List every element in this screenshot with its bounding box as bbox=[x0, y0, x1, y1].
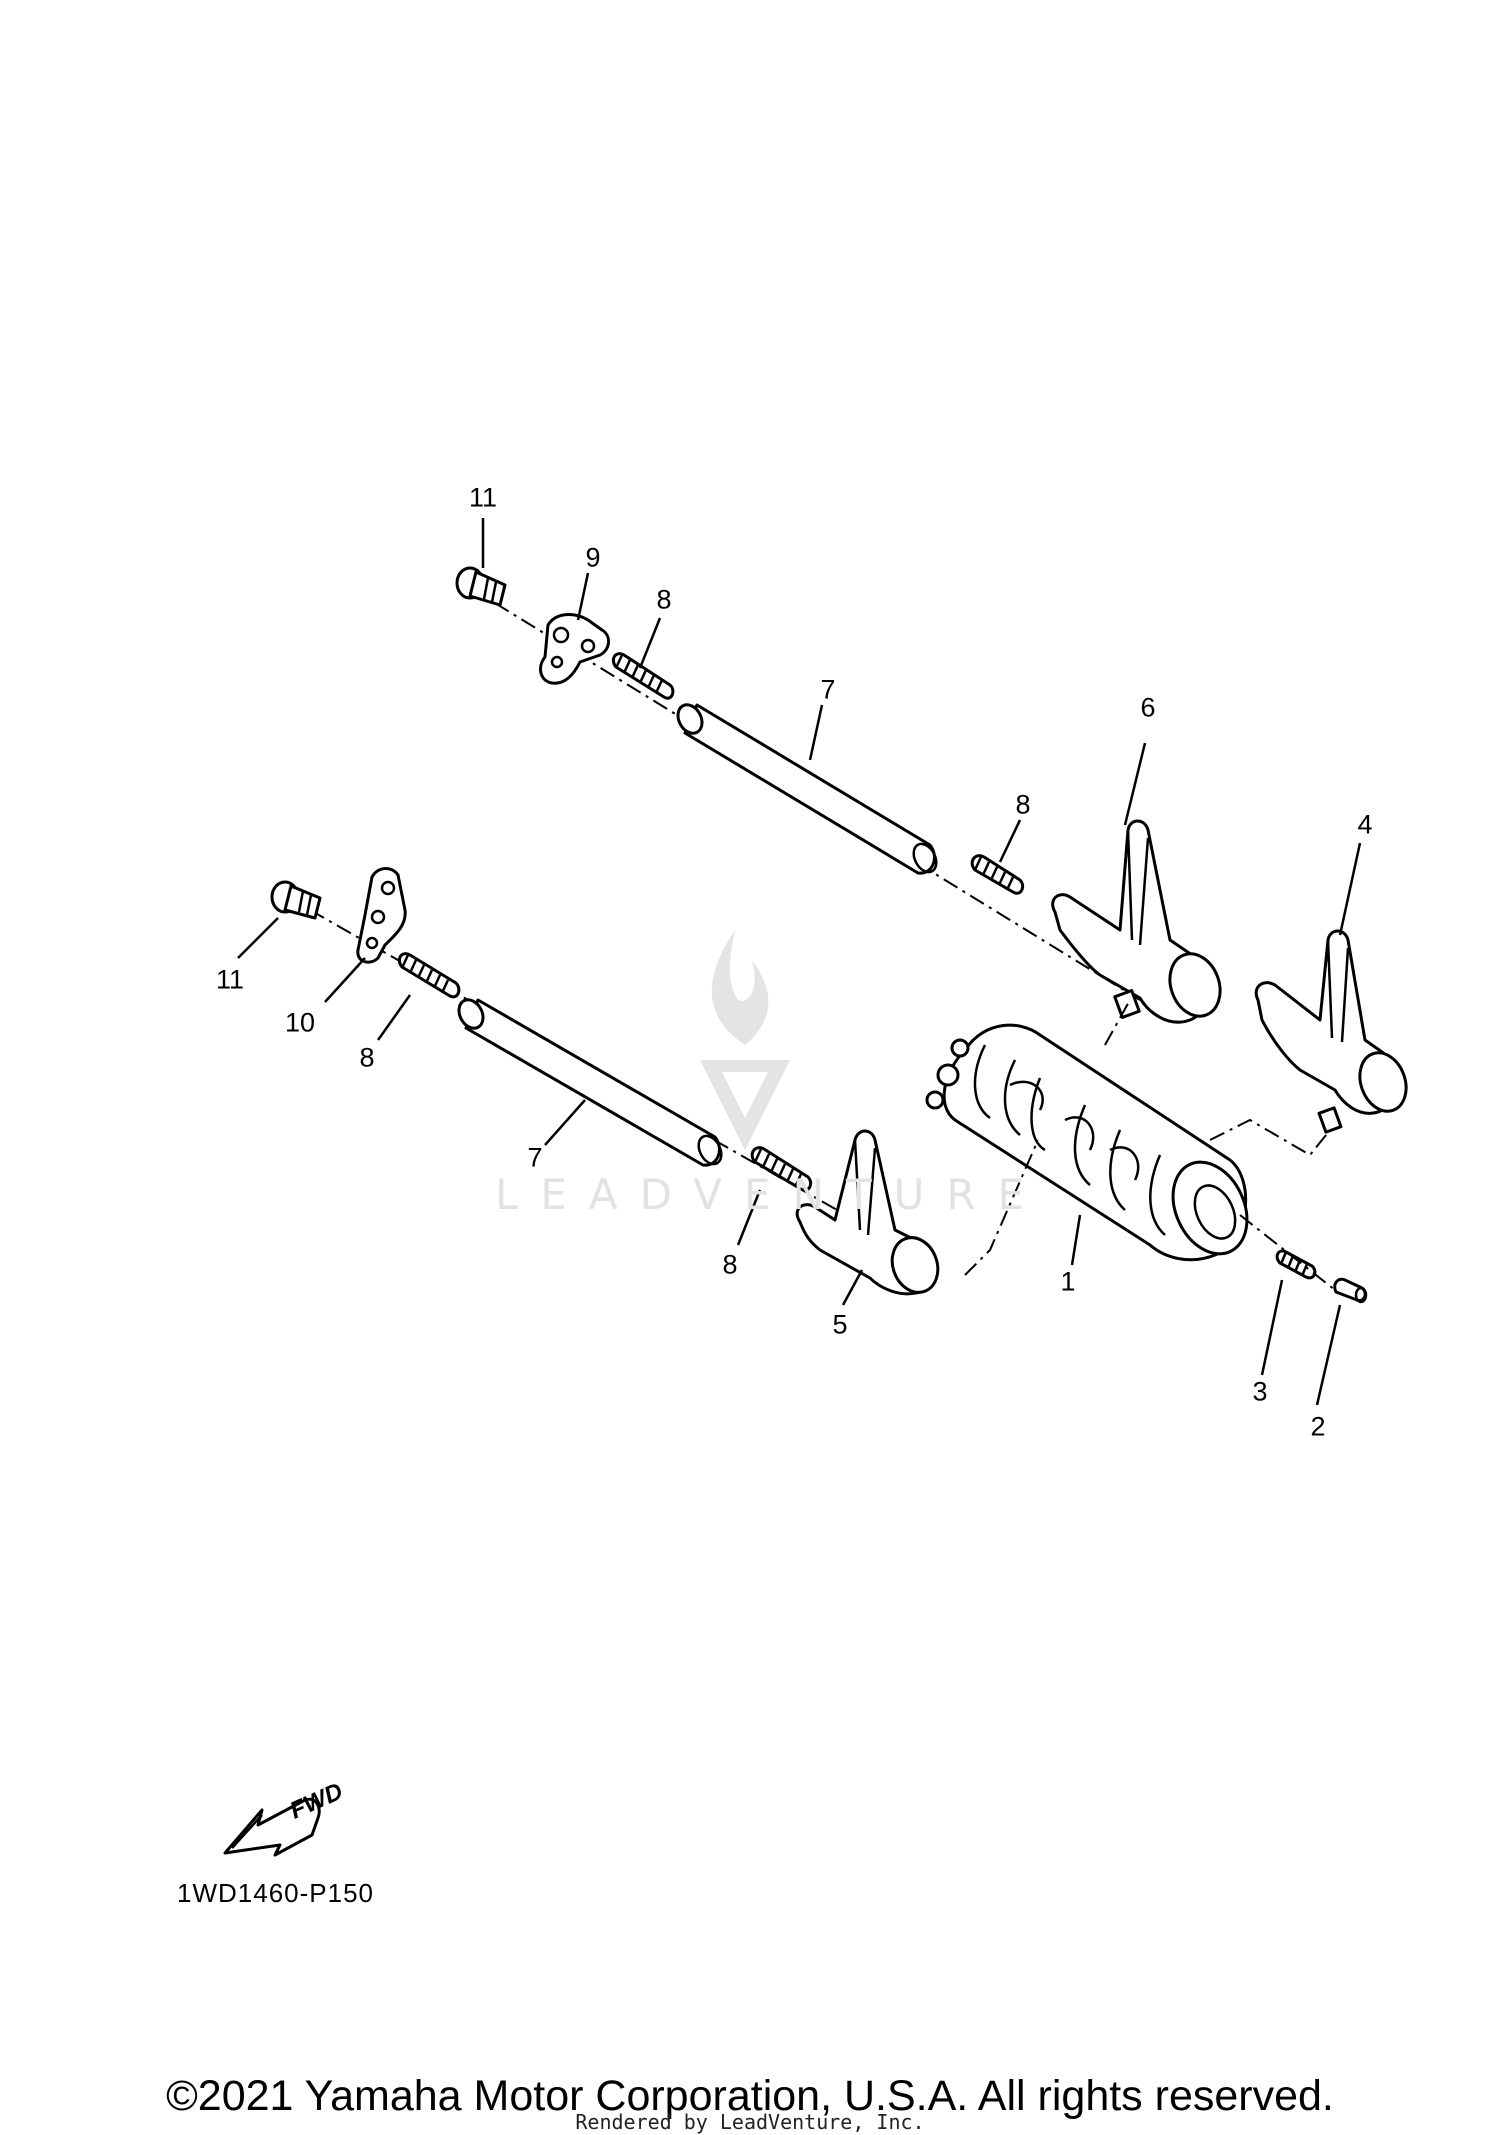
callout-5: 5 bbox=[832, 1309, 848, 1340]
callout-1: 1 bbox=[1060, 1266, 1076, 1297]
copyright-notice: ©2021 Yamaha Motor Corporation, U.S.A. A… bbox=[166, 2072, 1334, 2120]
callout-2: 2 bbox=[1310, 1411, 1326, 1442]
spring-lower-left bbox=[397, 952, 461, 999]
spring-upper-right bbox=[970, 854, 1025, 895]
shift-shaft-upper bbox=[676, 703, 938, 875]
stopper-plate-lower bbox=[356, 867, 407, 964]
callout-4: 4 bbox=[1357, 809, 1373, 840]
diagram-code: 1WD1460-P150 bbox=[177, 1878, 374, 1908]
shift-fork-5 bbox=[795, 1129, 940, 1296]
callout-8-upper-left: 8 bbox=[656, 584, 672, 615]
pin-axis bbox=[1239, 1214, 1336, 1291]
spring-upper-left bbox=[611, 652, 675, 700]
shift-fork-4 bbox=[1254, 929, 1408, 1134]
stopper-plate-upper bbox=[539, 613, 610, 685]
dowel-pin bbox=[1333, 1277, 1368, 1304]
callout-7-upper: 7 bbox=[820, 674, 836, 705]
callout-3: 3 bbox=[1252, 1376, 1268, 1407]
callout-8-upper-right: 8 bbox=[1015, 789, 1031, 820]
callout-10: 10 bbox=[284, 1007, 316, 1038]
shift-drum bbox=[925, 1023, 1249, 1262]
shift-fork-6 bbox=[1051, 819, 1222, 1024]
callout-11-lower: 11 bbox=[215, 964, 245, 995]
callout-8-lower-left: 8 bbox=[359, 1042, 375, 1073]
spring-lower-right bbox=[750, 1146, 813, 1192]
watermark-logo bbox=[700, 930, 790, 1150]
leader-lines bbox=[237, 518, 1362, 1406]
detent-spring bbox=[1275, 1249, 1317, 1280]
callout-8-lower-right: 8 bbox=[722, 1249, 738, 1280]
watermark-text: LEADVENTURE bbox=[495, 1170, 1047, 1219]
fwd-arrow-icon bbox=[223, 1797, 321, 1857]
callout-9: 9 bbox=[585, 542, 601, 573]
bolt-lower bbox=[270, 880, 322, 920]
callout-7-lower: 7 bbox=[527, 1142, 543, 1173]
callout-11-upper: 11 bbox=[468, 482, 498, 513]
rendered-by-notice: Rendered by LeadVenture, Inc. bbox=[575, 2110, 925, 2134]
bolt-upper bbox=[455, 566, 507, 607]
shift-shaft-lower bbox=[457, 998, 723, 1167]
callout-6: 6 bbox=[1140, 692, 1156, 723]
